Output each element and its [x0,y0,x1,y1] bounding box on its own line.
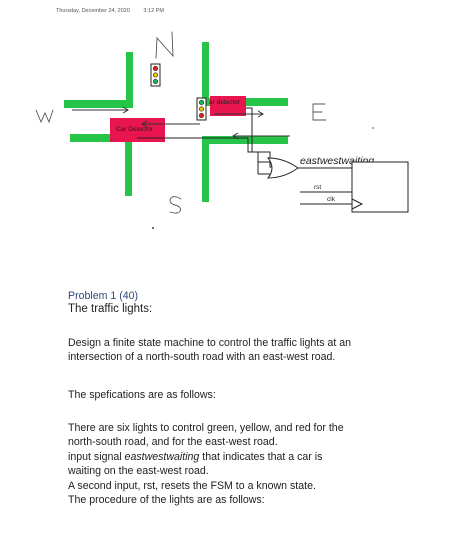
light-green [199,100,205,106]
rst-line: A second input, rst, resets the FSM to a… [68,480,316,492]
header: Thursday, December 24, 2020 3:12 PM [56,8,176,14]
input-pre: input signal [68,451,125,463]
problem-title: The traffic lights: [68,303,153,315]
compass-north-letter [155,31,174,59]
clock-triangle [351,198,364,210]
road-edge-sw-horizontal [70,134,132,142]
intersection-diagram: Car Detector ar detector N [0,0,409,229]
road-edges [64,42,288,202]
header-date: Thursday, December 24, 2020 [56,8,130,14]
spec-line-2: north-south road, and for the east-west … [68,436,278,448]
clk-label: clk [327,196,336,203]
compass [35,31,327,214]
input-post: that indicates that a car is [199,451,323,463]
road-edge-sw-vertical [125,134,132,196]
car-detector-east [210,96,246,116]
arrow-head [122,106,129,114]
road-edge-nw-horizontal [64,100,133,108]
car-detector-east-label: ar detector [209,99,241,106]
rst-label: rst [314,184,321,191]
traffic-light-north [150,63,161,87]
input-line-2: waiting on the east-west road. [68,465,209,477]
spec-heading: The spefications are as follows: [68,389,216,401]
compass-south-letter [169,196,182,214]
light-yellow [199,106,205,112]
road-edge-se-vertical [202,136,209,202]
procedure-line: The procedure of the lights are as follo… [68,494,265,506]
compass-north: N [0,0,1,1]
traffic-light-east [196,97,207,121]
light-yellow [153,72,159,78]
light-red [153,66,159,72]
compass-east-letter [312,103,327,121]
car-detector-west-label: Car Detector [116,126,154,133]
light-green [153,79,159,85]
wire-west-to-or [248,151,259,174]
stray-marks [111,127,374,229]
road-edge-nw-vertical [126,52,133,108]
detector-wires [137,107,352,175]
light-red [199,113,205,119]
problem-number: Problem 1 (40) [68,290,139,302]
intro-line-2: intersection of a north-south road with … [68,351,336,363]
intro-line-1: Design a finite state machine to control… [68,337,352,349]
road-edge-se-horizontal [202,136,288,144]
header-time: 3:12 PM [143,8,164,14]
input-signal-name: eastwestwaiting [124,451,200,463]
or-gate [266,157,299,179]
input-line: input signal eastwestwaiting that indica… [68,451,448,464]
road-edge-ne-vertical [202,42,209,106]
spec-line-1: There are six lights to control green, y… [68,422,344,434]
lane-arrows [72,106,290,140]
compass-west-letter [35,109,54,124]
arrow-head [141,120,148,128]
arrow-head [257,110,264,118]
